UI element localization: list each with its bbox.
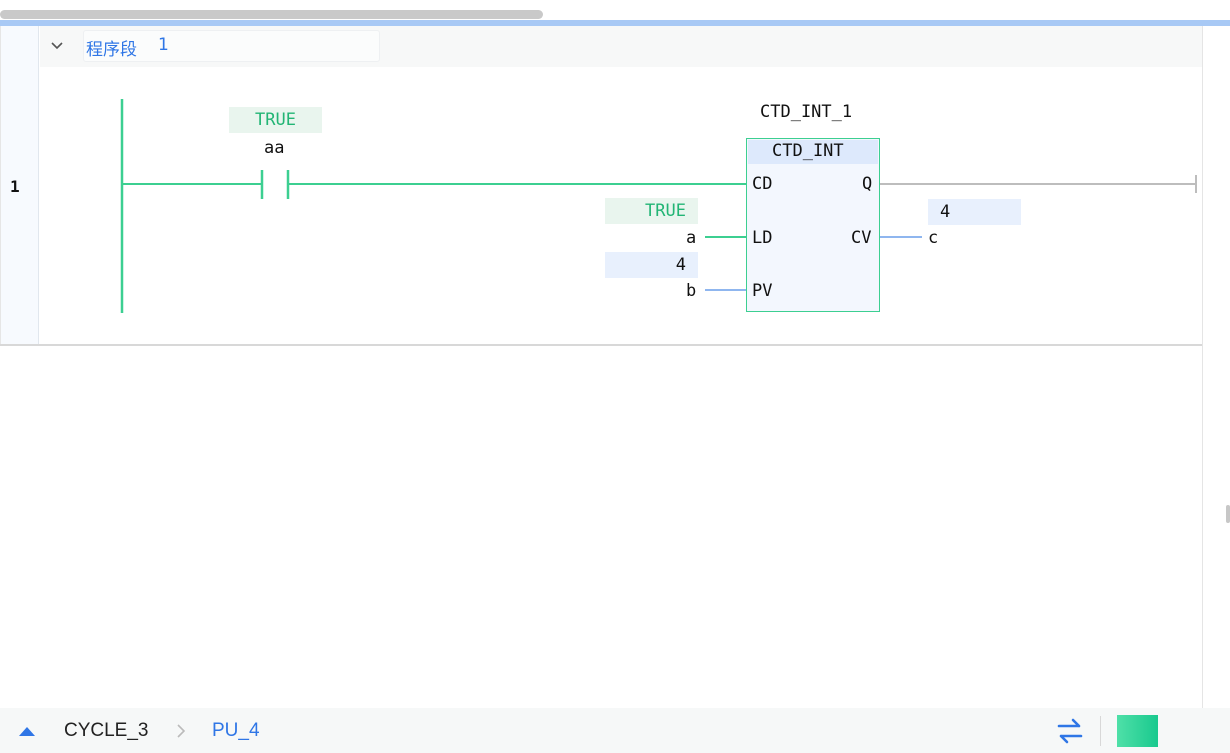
cv-value-badge: 4	[928, 199, 1021, 225]
triangle-up-icon[interactable]	[18, 725, 36, 737]
network-divider	[0, 344, 1202, 346]
pin-ld: LD	[752, 228, 773, 248]
rung-number: 1	[10, 177, 20, 196]
contact-variable[interactable]: aa	[264, 138, 285, 158]
editor-right-border	[1202, 26, 1203, 708]
function-block-header	[748, 140, 878, 164]
fb-type: CTD_INT	[772, 141, 844, 161]
ld-value-badge: TRUE	[605, 198, 698, 224]
vertical-scrollbar-thumb[interactable]	[1226, 505, 1230, 523]
network-number: 1	[158, 35, 169, 55]
status-indicator[interactable]	[1117, 715, 1158, 747]
status-bar	[0, 708, 1230, 753]
chevron-down-icon[interactable]	[47, 36, 67, 56]
network-title-field[interactable]	[83, 30, 380, 62]
network-title: 程序段	[86, 40, 137, 60]
editor-top-border	[0, 20, 1230, 26]
contact-value-badge: TRUE	[229, 107, 322, 133]
horizontal-scrollbar[interactable]	[0, 0, 1230, 20]
fb-instance-name[interactable]: CTD_INT_1	[760, 102, 853, 122]
pin-q: Q	[862, 174, 873, 194]
pv-value-badge: 4	[605, 252, 698, 278]
pin-pv: PV	[752, 281, 773, 301]
pin-cv: CV	[851, 228, 872, 248]
status-bar-divider	[1100, 716, 1101, 746]
cv-variable[interactable]: c	[928, 228, 939, 248]
ladder-diagram	[120, 99, 1197, 313]
chevron-right-icon	[177, 724, 186, 738]
horizontal-scrollbar-thumb[interactable]	[0, 10, 543, 19]
pin-cd: CD	[752, 174, 773, 194]
function-block[interactable]	[746, 138, 880, 312]
breadcrumb-item-pu[interactable]: PU_4	[212, 720, 260, 741]
breadcrumb-item-cycle[interactable]: CYCLE_3	[64, 720, 149, 741]
rung-gutter	[0, 26, 39, 345]
pv-variable[interactable]: b	[686, 281, 697, 301]
ld-variable[interactable]: a	[686, 228, 697, 248]
swap-arrows-icon[interactable]	[1056, 717, 1084, 745]
